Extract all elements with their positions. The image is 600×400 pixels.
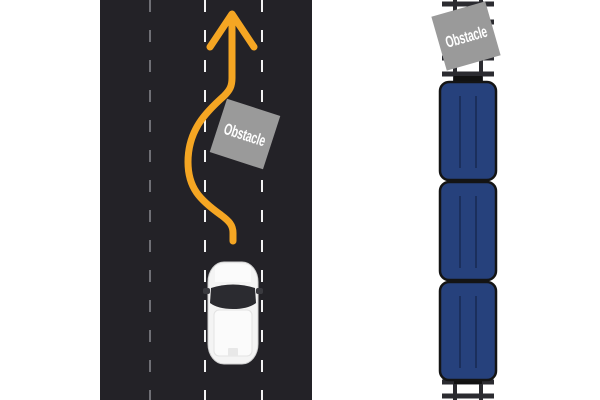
train-car-2-body [438,180,498,282]
path-arrow-head-icon [206,10,258,51]
train-car-1-body [438,80,498,182]
train-car-3-body [438,280,498,382]
train-car-3 [438,280,498,382]
road-obstacle: Obstacle [209,98,281,170]
train-car-2 [438,180,498,282]
planned-avoidance-path [184,10,258,245]
car-windshield [210,284,256,309]
mirror-right-icon [256,288,263,294]
coupling-1 [454,76,482,84]
path-stroke [184,18,237,245]
road-obstacle-box [209,98,281,170]
car-hood [215,263,251,282]
track-obstacle-box [431,1,501,71]
train-car-1 [438,80,498,182]
track-obstacle: Obstacle [431,1,501,71]
mirror-left-icon [203,288,210,294]
train [438,76,498,384]
car-rear-window [228,348,238,356]
ego-vehicle [203,261,263,365]
